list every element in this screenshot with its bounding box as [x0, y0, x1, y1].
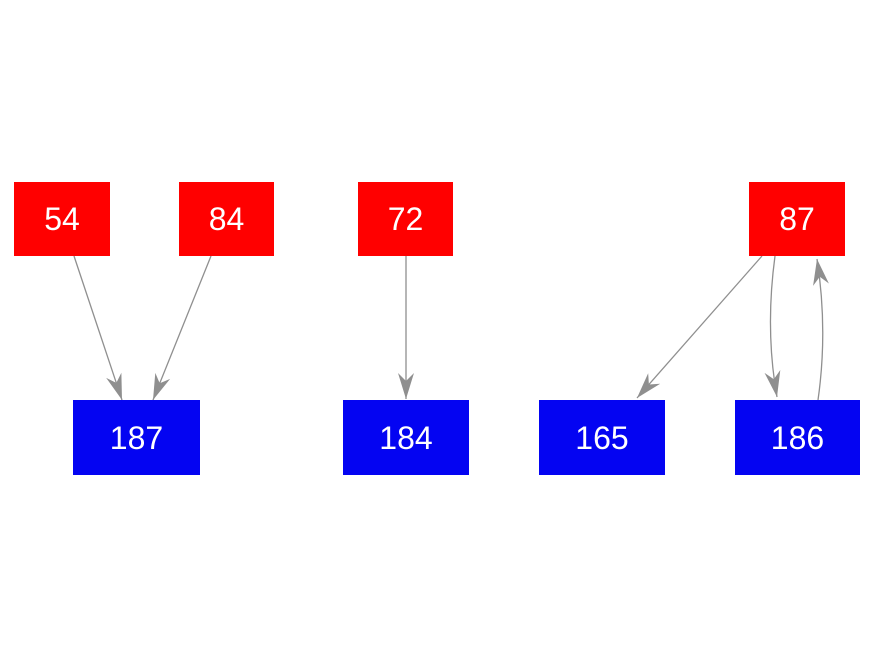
edge-84-to-187 — [152, 255, 212, 401]
node-label-84: 84 — [208, 201, 245, 237]
edge-87-to-186 — [764, 255, 781, 398]
node-label-87: 87 — [779, 201, 815, 237]
graph-node-72: 72 — [358, 182, 453, 256]
edge-54-to-187 — [73, 255, 123, 401]
node-label-54: 54 — [44, 201, 80, 237]
graph-node-84: 84 — [179, 182, 274, 256]
graph-node-54: 54 — [14, 182, 110, 256]
node-label-165: 165 — [575, 419, 629, 456]
graph-node-184: 184 — [343, 400, 469, 475]
graph-node-186: 186 — [735, 400, 860, 475]
graph-node-187: 187 — [73, 400, 200, 475]
node-label-72: 72 — [387, 201, 424, 237]
edge-87-to-165 — [636, 255, 763, 399]
graph-node-165: 165 — [539, 400, 665, 475]
node-label-187: 187 — [109, 419, 164, 456]
edge-186-to-87 — [813, 258, 829, 401]
graph-node-87: 87 — [749, 182, 845, 256]
node-label-186: 186 — [770, 419, 825, 456]
edge-group — [73, 255, 829, 401]
node-label-184: 184 — [379, 419, 433, 456]
